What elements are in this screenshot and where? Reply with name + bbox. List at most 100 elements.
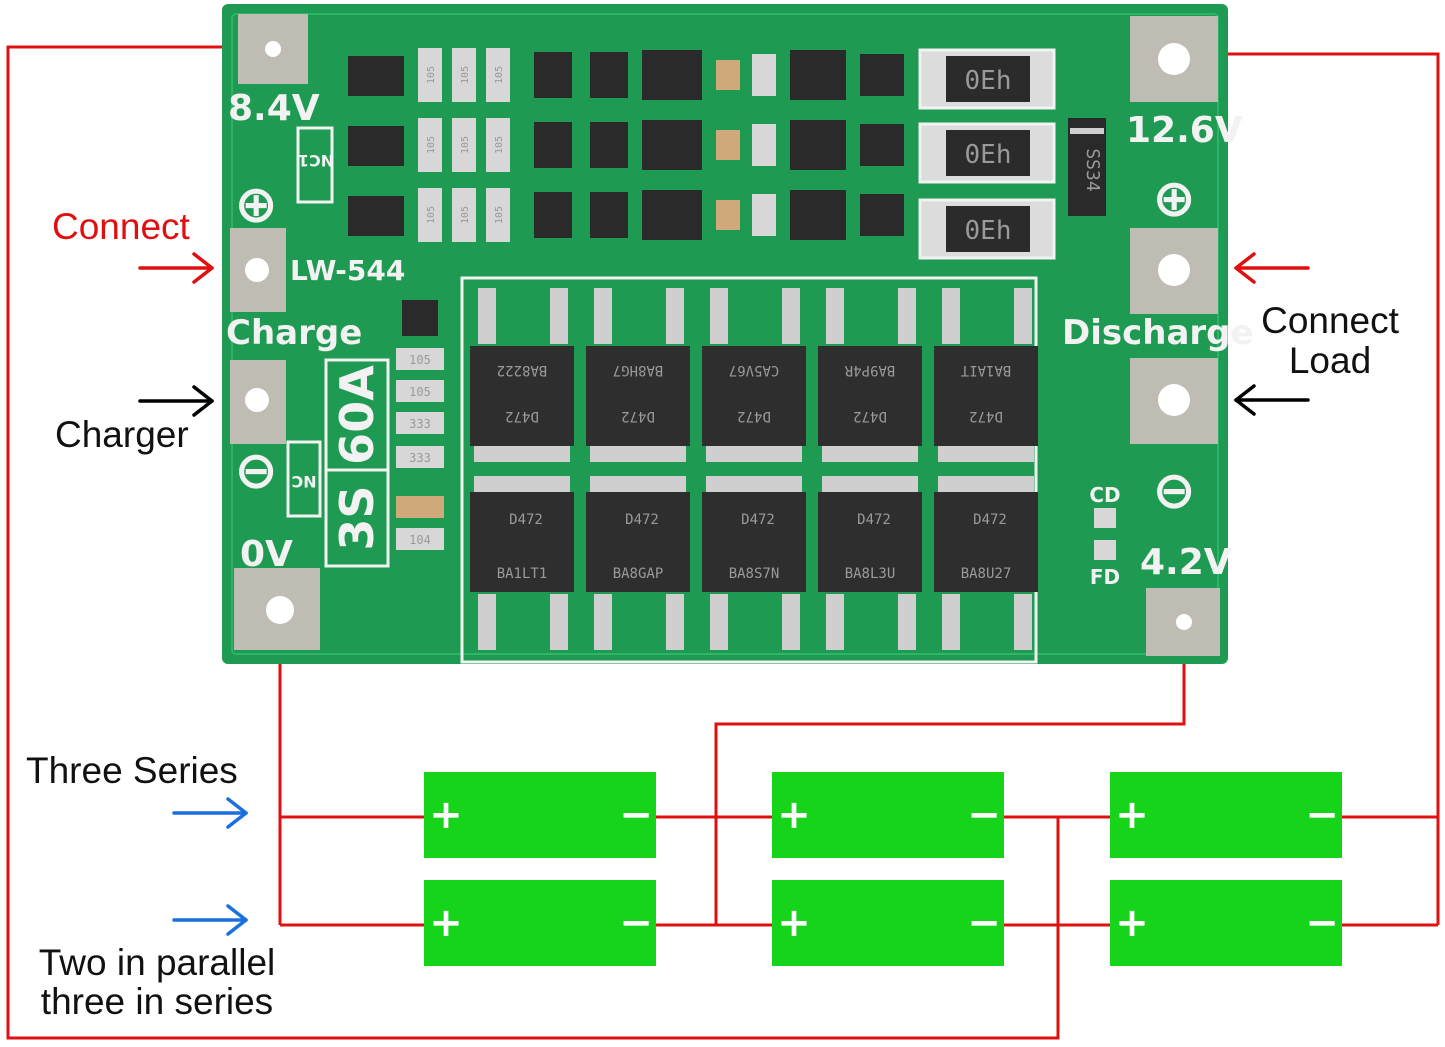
label-parallel: Two in parallel three in series <box>24 944 290 1020</box>
mosfet-bottom-2 <box>702 492 806 592</box>
smd-mark-2-1: 105 <box>460 206 471 224</box>
voltage-8v4: 8.4V <box>228 88 320 129</box>
mosfet-top-lead-a-3 <box>826 288 844 344</box>
mosfet-top-3 <box>818 346 922 446</box>
battery-cell-3 <box>424 880 656 966</box>
mosfet-top-mark-3: BA9P4R <box>844 362 895 378</box>
mosfet-top-2 <box>702 346 806 446</box>
mark-333-b: 333 <box>409 451 431 465</box>
battery-minus-1: − <box>967 792 1001 838</box>
mosfet-top-lead-b-2 <box>782 288 800 344</box>
smd-res2-1 <box>752 124 776 166</box>
smd-transistor-1-1 <box>590 122 628 168</box>
label-parallel-line1: Two in parallel <box>38 942 276 983</box>
arrow-load-red <box>1234 252 1310 284</box>
smd-ic2-0 <box>790 50 846 100</box>
battery-plus-1: + <box>777 792 811 838</box>
mosfet-bottom-code-4: BA8U27 <box>961 566 1012 582</box>
battery-plus-0: + <box>429 792 463 838</box>
left-small-parts: 105 105 333 333 104 <box>396 300 444 550</box>
wire-8v4-bal <box>6 45 1060 1040</box>
battery-cell-1 <box>772 772 1004 858</box>
mosfet-top-lead-b-4 <box>1014 288 1032 344</box>
mosfet-bottom-code-2: BA8S7N <box>729 566 780 582</box>
mosfet-array: BA8222D472D472BA1LT1BA8HG7D472D472BA8GAP… <box>460 276 1038 664</box>
sense-resistor-body-0 <box>946 56 1030 102</box>
battery-plus-4: + <box>777 900 811 946</box>
sense-resistor-body-2 <box>946 206 1030 252</box>
mosfet-top-4 <box>934 346 1038 446</box>
sense-resistor-mark-2: 0Eh <box>965 216 1012 246</box>
smd-resistor-1-1 <box>452 118 476 172</box>
mosfet-bottom-tab-0 <box>474 476 570 492</box>
smd-resistor-2-0 <box>418 188 442 242</box>
smd-ic-2 <box>348 196 404 236</box>
smd-ic-1 <box>348 126 404 166</box>
nc-pads: NC1 NC <box>286 126 334 518</box>
mosfet-bottom-tab-1 <box>590 476 686 492</box>
diode-mark: SS34 <box>1082 148 1103 191</box>
mosfet-bottom-lead-a-2 <box>710 594 728 650</box>
smd-mark-0-0: 105 <box>426 66 437 84</box>
nc1-text: NC1 <box>298 151 334 170</box>
smd-mark-2-0: 105 <box>426 206 437 224</box>
discharge-plus-symbol: ⊕ <box>1152 169 1196 229</box>
battery-minus-0: − <box>619 792 653 838</box>
smd-ic2-1 <box>790 120 846 170</box>
smd-resistor-0-0 <box>418 48 442 102</box>
mosfet-bottom-4 <box>934 492 1038 592</box>
smd-transistor-2-1 <box>590 192 628 238</box>
mosfet-top-tab-0 <box>474 446 570 462</box>
silkscreen: 8.4V 12.6V 0V 4.2V LW-544 Charge Dischar… <box>226 88 1254 583</box>
smd-cap-1 <box>716 130 740 160</box>
battery-minus-4: − <box>967 900 1001 946</box>
mosfet-bottom-part-1: D472 <box>625 512 659 528</box>
charge-minus-symbol: ⊖ <box>234 441 278 501</box>
mosfet-bottom-part-0: D472 <box>509 512 543 528</box>
fd-text: FD <box>1090 565 1120 589</box>
smd-transistor-2-0 <box>534 192 572 238</box>
mosfet-bottom-code-0: BA1LT1 <box>497 566 548 582</box>
wire-4v2-bal <box>714 628 1186 925</box>
battery-plus-2: + <box>1115 792 1149 838</box>
label-connect: Connect <box>52 206 190 247</box>
mosfet-top-lead-b-0 <box>550 288 568 344</box>
mosfet-top-mark-0: BA8222 <box>497 362 548 378</box>
label-charger: Charger <box>55 414 189 455</box>
smd-cap-2 <box>716 200 740 230</box>
label-connect-load-line2: Load <box>1288 340 1372 381</box>
cd-text: CD <box>1089 483 1120 507</box>
mosfet-top-tab-2 <box>706 446 802 462</box>
smd-chip-0 <box>642 50 702 100</box>
mosfet-top-lead-b-1 <box>666 288 684 344</box>
label-three-series: Three Series <box>26 750 238 791</box>
mark-333-a: 333 <box>409 417 431 431</box>
series-text: 3S <box>330 485 384 550</box>
mosfet-top-tab-4 <box>938 446 1034 462</box>
rating-text: 60A <box>330 365 384 465</box>
mosfet-bottom-tab-2 <box>706 476 802 492</box>
mosfet-top-lead-a-4 <box>942 288 960 344</box>
smd-resistor-0-2 <box>486 48 510 102</box>
smd-ic3-1 <box>860 124 904 166</box>
battery-cell-5 <box>1110 880 1342 966</box>
sense-resistor-mark-0: 0Eh <box>965 66 1012 96</box>
mosfet-top-part-2: D472 <box>737 408 771 424</box>
smd-mark-1-1: 105 <box>460 136 471 154</box>
smd-transistor-0-1 <box>590 52 628 98</box>
smd-cap-0 <box>716 60 740 90</box>
mark-104: 104 <box>409 533 431 547</box>
smd-ic3-2 <box>860 194 904 236</box>
arrow-charger-black <box>138 385 214 417</box>
mosfet-bottom-code-1: BA8GAP <box>613 566 664 582</box>
smd-mark-1-0: 105 <box>426 136 437 154</box>
wiring <box>6 45 1440 1040</box>
mosfet-bottom-lead-b-2 <box>782 594 800 650</box>
smd-resistor-1-2 <box>486 118 510 172</box>
mosfet-top-part-3: D472 <box>853 408 887 424</box>
arrow-three-series-blue <box>172 797 248 829</box>
mosfet-bottom-tab-4 <box>938 476 1034 492</box>
